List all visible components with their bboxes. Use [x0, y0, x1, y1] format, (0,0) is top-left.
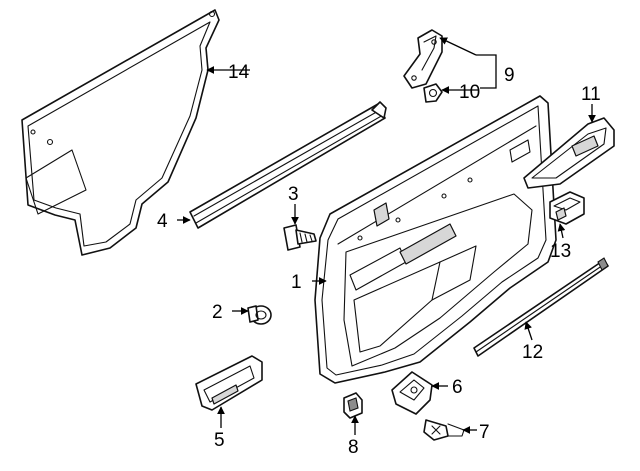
callout-3: 3: [288, 184, 299, 205]
callout-5: 5: [214, 430, 225, 451]
callout-1: 1: [291, 272, 302, 293]
callout-4: 4: [157, 211, 168, 232]
callout-9: 9: [504, 65, 515, 86]
part-1-door-trim-panel[interactable]: [314, 95, 557, 384]
leader-lines: [177, 37, 596, 435]
callout-14: 14: [228, 62, 250, 83]
part-6-bracket[interactable]: [391, 371, 433, 415]
callout-labels: 14 4 3 2 1 5 6 7 8 9 10 11 12 13: [157, 62, 601, 458]
part-9-bracket[interactable]: [403, 29, 443, 89]
part-10-clip[interactable]: [423, 83, 443, 103]
part-13-window-switch[interactable]: [549, 191, 585, 225]
part-3-push-clip[interactable]: [283, 224, 317, 251]
callout-6: 6: [452, 377, 463, 398]
part-11-switch-bezel[interactable]: [523, 117, 615, 189]
callout-13: 13: [550, 241, 571, 262]
part-8-clip[interactable]: [343, 392, 363, 419]
callout-8: 8: [348, 437, 359, 458]
callout-12: 12: [522, 342, 543, 363]
part-12-moulding-strip[interactable]: [473, 257, 609, 357]
callout-7: 7: [479, 422, 490, 443]
part-14-water-shield[interactable]: [21, 9, 220, 256]
callout-10: 10: [459, 82, 480, 103]
callout-2: 2: [212, 302, 223, 323]
callout-11: 11: [581, 84, 601, 105]
part-2-round-clip[interactable]: [247, 305, 272, 325]
part-7-screw[interactable]: [423, 419, 465, 441]
part-5-inside-handle[interactable]: [195, 355, 263, 411]
part-4-belt-weatherstrip[interactable]: [189, 101, 387, 229]
